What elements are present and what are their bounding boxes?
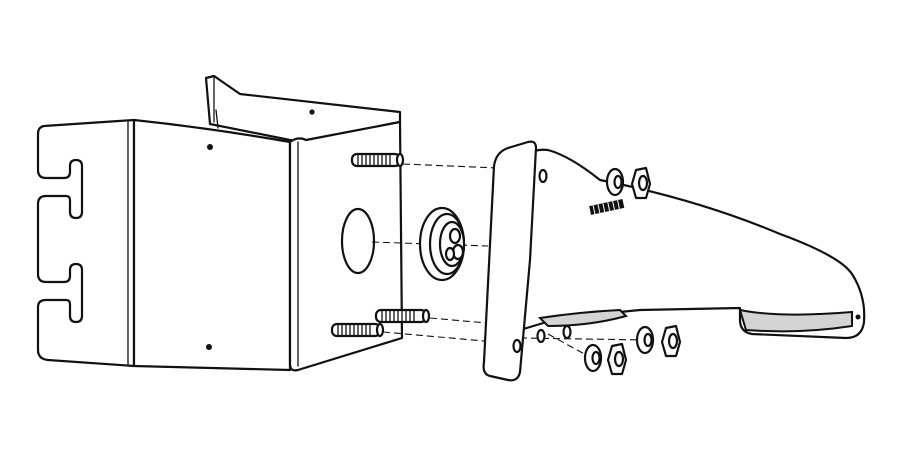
arm-body bbox=[518, 148, 866, 340]
nut bbox=[606, 342, 628, 376]
bracket-hole bbox=[309, 109, 315, 115]
arm-plate-hole bbox=[536, 328, 546, 344]
arm-label-plate bbox=[589, 199, 625, 215]
arm-plate-hole bbox=[512, 338, 522, 354]
bracket-hole bbox=[207, 144, 213, 150]
washer bbox=[605, 167, 625, 197]
nut bbox=[660, 324, 682, 358]
washer bbox=[635, 325, 655, 355]
bracket-cable-hole bbox=[340, 207, 376, 275]
nut bbox=[630, 166, 652, 200]
camera-wall-arm bbox=[482, 140, 866, 382]
cable-grommet bbox=[418, 206, 466, 282]
bracket-back-flange bbox=[204, 74, 402, 144]
corner-mounting-bracket bbox=[36, 74, 404, 372]
threaded-stud bbox=[330, 322, 385, 338]
arm-mounting-plate bbox=[482, 140, 538, 382]
bracket-hole bbox=[206, 344, 212, 350]
threaded-stud bbox=[374, 308, 431, 324]
arm-hood-bottom bbox=[738, 308, 853, 333]
arm-screw bbox=[855, 314, 861, 320]
washer bbox=[583, 343, 603, 373]
arm-plate-hole bbox=[562, 324, 572, 340]
bracket-left-plate bbox=[36, 118, 136, 368]
bracket-front-plate bbox=[132, 118, 292, 372]
arm-plate-hole bbox=[538, 168, 548, 184]
bracket-back-flange-slot bbox=[215, 109, 219, 129]
threaded-stud bbox=[350, 152, 405, 168]
